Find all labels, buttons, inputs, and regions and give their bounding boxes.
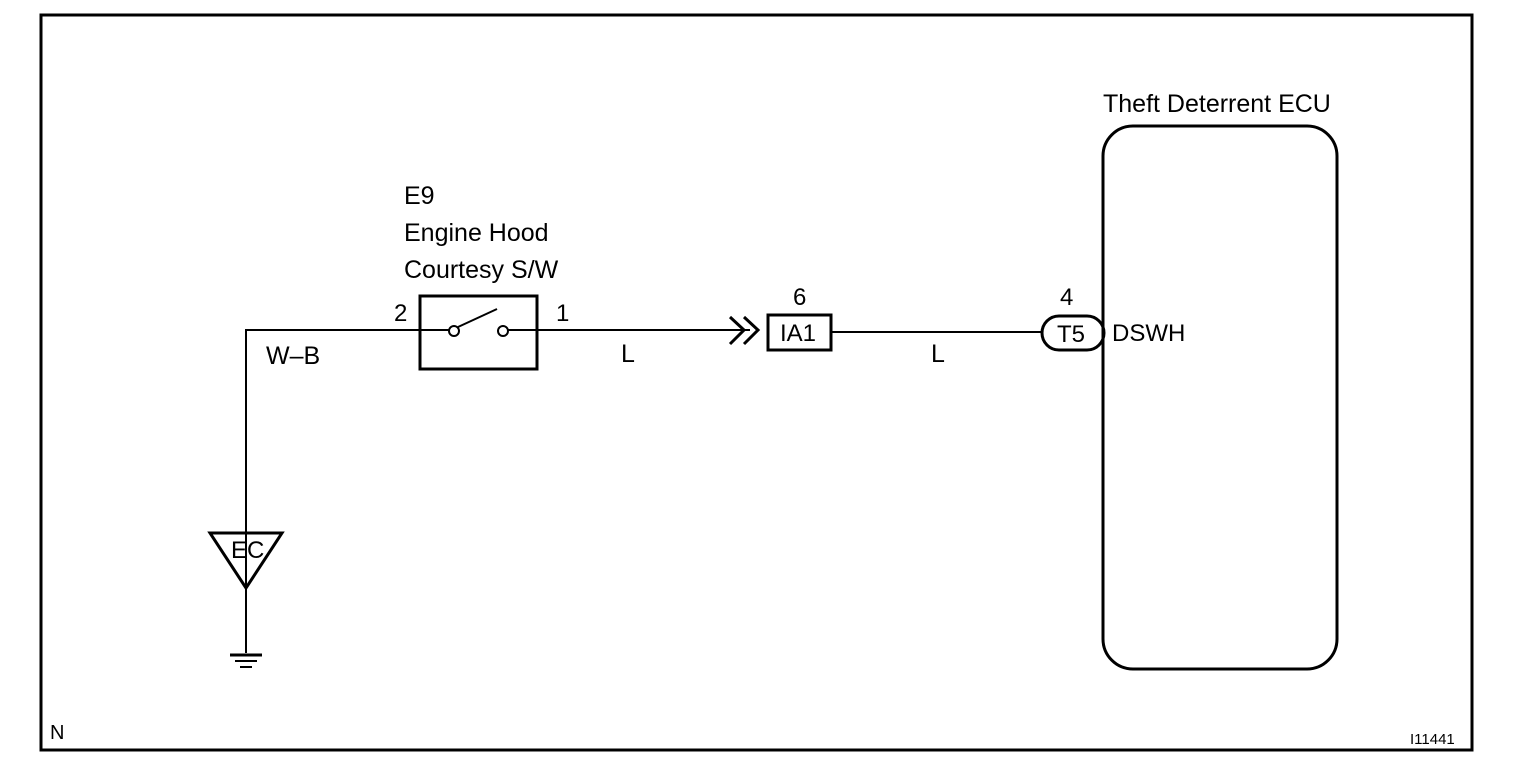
chassis-ground-icon [230, 653, 262, 668]
switch-pin-left: 2 [394, 300, 407, 327]
ecu-title: Theft Deterrent ECU [1103, 90, 1331, 118]
switch-pin-right: 1 [556, 300, 569, 327]
diagram-frame [39, 13, 1474, 752]
connector-code: IA1 [780, 320, 816, 347]
ground-wire-color-label: W–B [266, 342, 320, 370]
switch-name-line1: Engine Hood [404, 219, 549, 247]
ground-wire [245, 329, 420, 585]
ecu-terminal-code: T5 [1057, 321, 1085, 348]
ecu-terminal-signal: DSWH [1112, 320, 1185, 347]
ground-point-label: EC [231, 537, 264, 564]
region-code: N [50, 722, 64, 744]
switch-code: E9 [404, 182, 435, 210]
connector-pin: 6 [793, 284, 806, 311]
switch-contact-icon [420, 308, 537, 337]
courtesy-switch-box [418, 294, 539, 371]
switch-name-line2: Courtesy S/W [404, 256, 559, 284]
ecu-terminal-pin: 4 [1060, 284, 1073, 311]
theft-deterrent-ecu-box [1101, 124, 1339, 671]
ground-point-triangle [207, 531, 285, 591]
wire-color-label-1: L [621, 340, 635, 368]
figure-id: I11441 [1410, 731, 1455, 748]
wire-color-label-2: L [931, 340, 945, 368]
connector-chevron-icon [728, 315, 761, 346]
